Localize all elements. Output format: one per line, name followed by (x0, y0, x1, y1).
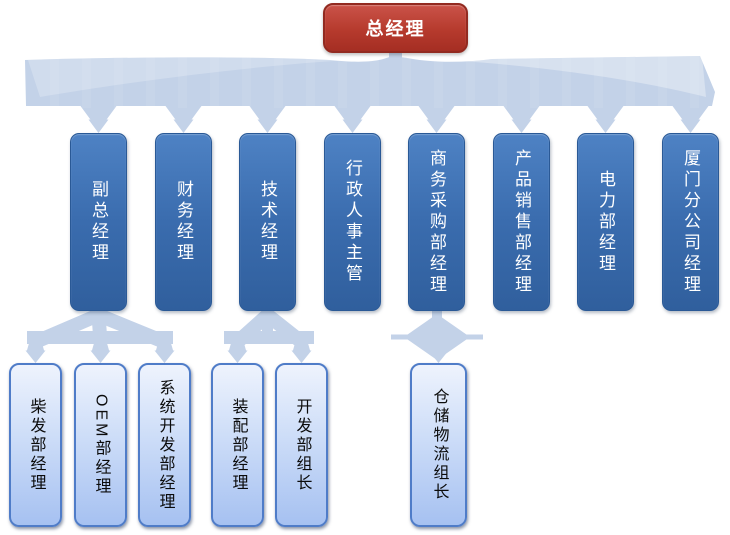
arrow-down-icon (291, 350, 312, 363)
node-label: 仓储物流组长 (430, 388, 448, 502)
arrow-down-icon (428, 350, 449, 363)
arrow-down-icon (426, 119, 447, 133)
arrow-down-icon (154, 350, 175, 363)
arrow-down-icon (227, 350, 248, 363)
arrow-down-icon (90, 350, 111, 363)
node-label: 系统开发部经理 (156, 378, 174, 512)
node-deputy-general-manager: 副总经理 (70, 133, 127, 311)
arrow-down-icon (595, 119, 616, 133)
node-general-manager: 总经理 (323, 3, 468, 53)
node-label: 厦门分公司经理 (681, 148, 700, 296)
node-label: 商务采购部经理 (427, 148, 446, 296)
arrow-down-icon (257, 119, 278, 133)
node-label: 柴发部经理 (27, 397, 45, 493)
node-label: 总经理 (365, 19, 426, 39)
node-label: 产品销售部经理 (512, 148, 531, 296)
node-power-dept-manager: 电力部经理 (577, 133, 634, 311)
connector-gm-to-managers (25, 50, 715, 133)
node-development-team-leader: 开发部组长 (275, 363, 328, 527)
node-system-dev-dept-manager: 系统开发部经理 (138, 363, 191, 527)
node-label: 开发部组长 (293, 397, 311, 493)
connector-stripes (50, 56, 699, 108)
node-finance-manager: 财务经理 (155, 133, 212, 311)
node-label: 电力部经理 (596, 169, 615, 275)
node-oem-dept-manager: OEM部经理 (74, 363, 127, 527)
connector-technical-to-reports (224, 309, 314, 363)
arrow-down-icon (342, 119, 363, 133)
node-label: 技术经理 (258, 180, 277, 264)
node-warehouse-logistics-leader: 仓储物流组长 (410, 363, 467, 527)
node-label: 行政人事主管 (343, 159, 362, 285)
node-label: 副总经理 (89, 180, 108, 264)
node-admin-hr-supervisor: 行政人事主管 (324, 133, 381, 311)
connector-procurement-to-report (391, 311, 483, 363)
node-technical-manager: 技术经理 (239, 133, 296, 311)
node-xiamen-branch-manager: 厦门分公司经理 (662, 133, 719, 311)
arrow-down-icon (173, 119, 194, 133)
arrow-down-icon (680, 119, 701, 133)
node-diesel-dept-manager: 柴发部经理 (9, 363, 62, 527)
node-product-sales-manager: 产品销售部经理 (493, 133, 550, 311)
node-label: 财务经理 (174, 180, 193, 264)
arrow-down-icon (88, 119, 109, 133)
node-label: OEM部经理 (92, 393, 110, 497)
connector-deputy-to-reports (25, 308, 175, 363)
arrow-down-icon (511, 119, 532, 133)
arrow-down-icon (25, 350, 46, 363)
node-procurement-manager: 商务采购部经理 (408, 133, 465, 311)
node-label: 装配部经理 (229, 397, 247, 493)
node-assembly-dept-manager: 装配部经理 (211, 363, 264, 527)
